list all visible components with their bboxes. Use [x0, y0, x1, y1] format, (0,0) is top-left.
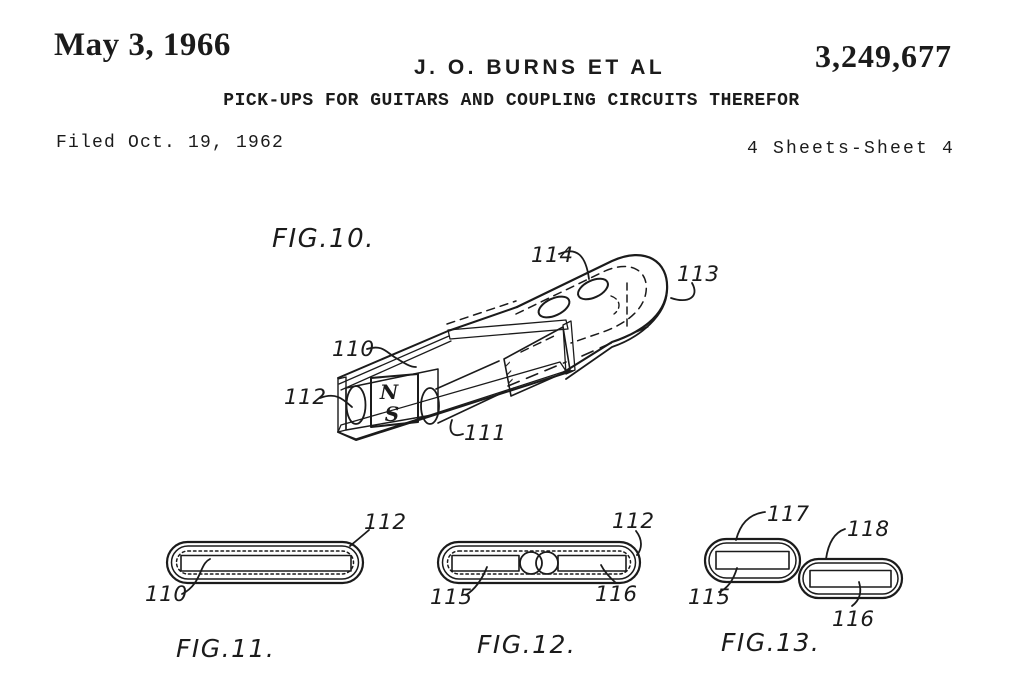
sheet-info: 4 Sheets-Sheet 4 — [747, 139, 956, 159]
fig12-caption: FIG.12. — [477, 630, 576, 659]
ref-label-118: 118 — [847, 517, 890, 542]
ref-label-112: 112 — [612, 509, 655, 534]
ref-label-113: 113 — [677, 262, 720, 287]
patent-title: PICK-UPS FOR GUITARS AND COUPLING CIRCUI… — [223, 91, 800, 111]
ref-label-112: 112 — [284, 385, 327, 410]
fig11-caption: FIG.11. — [176, 634, 275, 663]
fig11-drawing: 112 110 FIG.11. — [145, 510, 407, 663]
ref-label-110: 110 — [145, 582, 188, 607]
patent-number: 3,249,677 — [815, 38, 952, 74]
ref-label-116: 116 — [595, 582, 638, 607]
patent-date: May 3, 1966 — [54, 27, 231, 63]
ref-label-112: 112 — [364, 510, 407, 535]
fig12-drawing: 112 115 116 FIG.12. — [430, 509, 655, 659]
inventor-names: J. O. BURNS ET AL — [414, 56, 666, 79]
ref-label-115: 115 — [688, 585, 731, 610]
fig10-drawing: N S — [272, 224, 720, 446]
ref-label-116: 116 — [832, 607, 875, 632]
fig10-caption: FIG.10. — [272, 224, 375, 254]
ref-label-111: 111 — [464, 421, 507, 446]
filing-date: Filed Oct. 19, 1962 — [56, 133, 285, 153]
ref-label-115: 115 — [430, 585, 473, 610]
ref-label-114: 114 — [531, 243, 574, 268]
magnet-pole-north: N — [379, 380, 399, 404]
ref-label-110: 110 — [332, 337, 375, 362]
fig13-caption: FIG.13. — [721, 628, 820, 657]
fig13-drawing: 117 118 115 116 FIG.13. — [688, 502, 904, 657]
ref-label-117: 117 — [767, 502, 810, 527]
magnet-pole-south: S — [385, 402, 399, 426]
